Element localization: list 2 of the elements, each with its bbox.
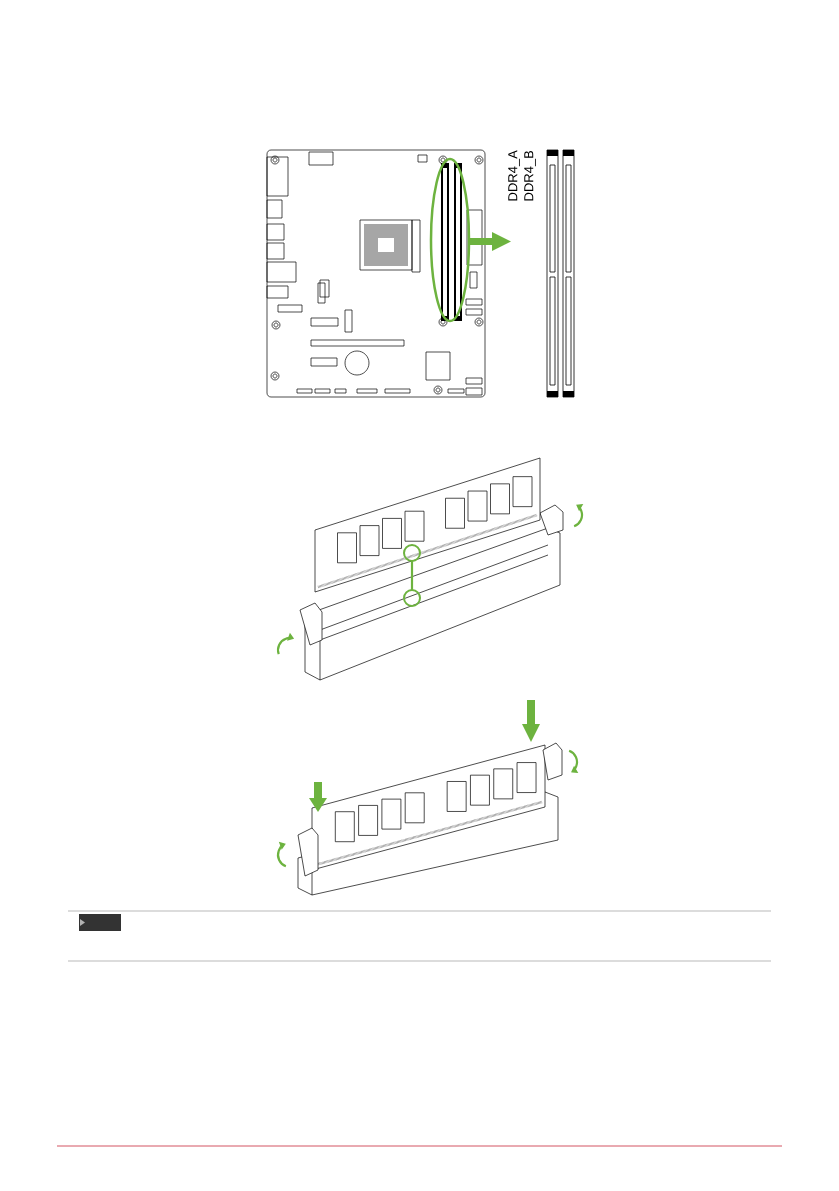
slot-label: DDR4_B <box>524 150 536 201</box>
slot-label: DDR4_A <box>508 150 520 201</box>
